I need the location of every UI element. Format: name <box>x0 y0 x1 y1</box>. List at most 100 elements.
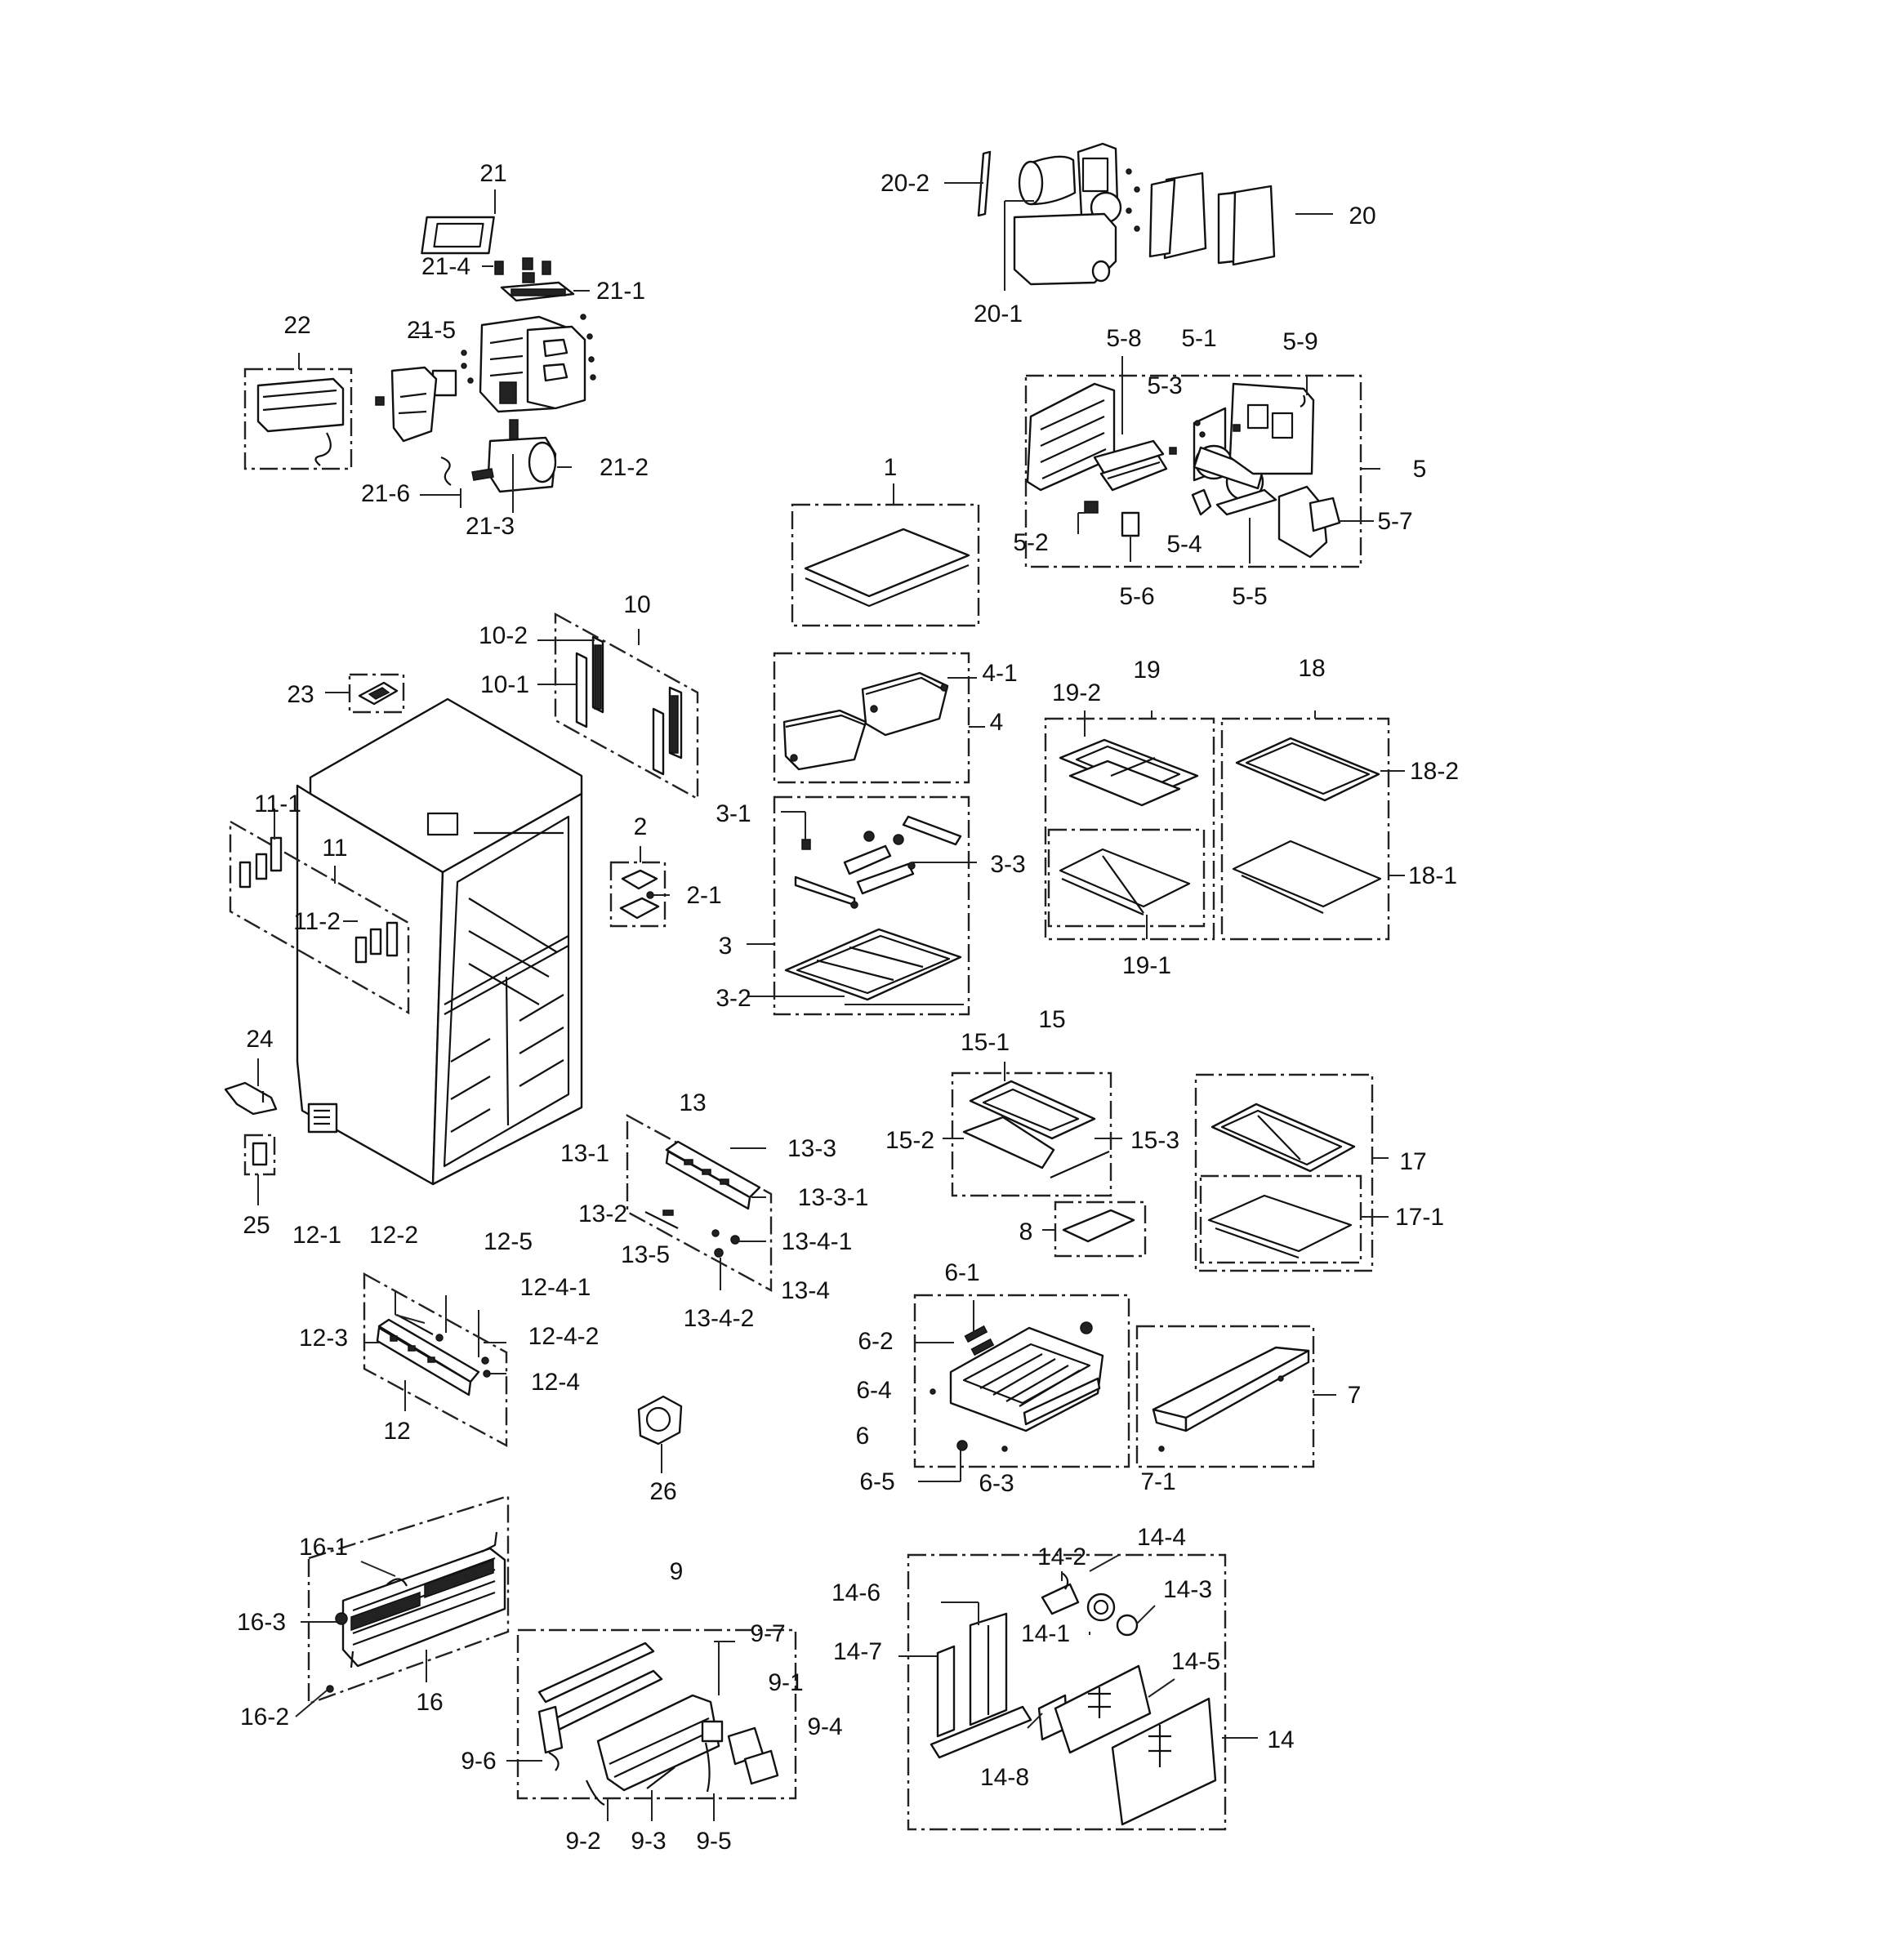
label-6-3: 6-3 <box>979 1470 1014 1497</box>
group-2 <box>609 846 670 928</box>
group-15 <box>943 1062 1122 1197</box>
label-9-1: 9-1 <box>768 1669 803 1696</box>
label-18: 18 <box>1298 655 1325 682</box>
label-21-3: 21-3 <box>466 513 515 540</box>
label-3-2: 3-2 <box>716 985 751 1012</box>
label-12-3: 12-3 <box>299 1325 348 1352</box>
refrigerator-cabinet <box>296 697 583 1186</box>
group-10 <box>537 612 699 801</box>
label-22: 22 <box>283 312 310 339</box>
label-7-1: 7-1 <box>1140 1468 1175 1495</box>
label-14: 14 <box>1267 1726 1294 1753</box>
group-13 <box>626 1113 773 1293</box>
label-13-1: 13-1 <box>560 1140 609 1167</box>
group-6-freezer-drawer <box>913 1294 1130 1482</box>
label-5-6: 5-6 <box>1119 583 1154 610</box>
label-15-3: 15-3 <box>1130 1127 1179 1154</box>
group-11 <box>229 808 410 1015</box>
label-3: 3 <box>719 933 733 960</box>
label-9-3: 9-3 <box>631 1828 666 1855</box>
label-5-4: 5-4 <box>1166 531 1202 558</box>
label-5-7: 5-7 <box>1377 508 1412 535</box>
group-23 <box>325 673 405 714</box>
label-3-3: 3-3 <box>990 851 1025 878</box>
label-14-1: 14-1 <box>1021 1620 1070 1647</box>
label-13-5: 13-5 <box>621 1241 670 1268</box>
group-17 <box>1194 1073 1389 1272</box>
label-10-1: 10-1 <box>480 671 529 698</box>
label-12-4: 12-4 <box>531 1369 580 1396</box>
label-21-4: 21-4 <box>421 253 470 280</box>
label-6-1: 6-1 <box>944 1259 979 1286</box>
group-19-18-shelves <box>1044 710 1405 941</box>
label-16-2: 16-2 <box>240 1704 289 1731</box>
label-20-2: 20-2 <box>881 170 930 197</box>
label-15-2: 15-2 <box>885 1127 934 1154</box>
label-14-4: 14-4 <box>1137 1524 1186 1551</box>
group-14 <box>898 1553 1258 1831</box>
label-11-2: 11-2 <box>293 908 341 935</box>
label-19-1: 19-1 <box>1122 952 1171 979</box>
group-7 <box>1135 1325 1336 1468</box>
label-13-3: 13-3 <box>787 1135 836 1162</box>
label-2-1: 2-1 <box>686 882 721 909</box>
label-13-3-1: 13-3-1 <box>798 1184 869 1211</box>
label-13-2: 13-2 <box>578 1200 627 1227</box>
label-12-4-2: 12-4-2 <box>528 1323 600 1350</box>
label-12-2: 12-2 <box>369 1222 418 1249</box>
label-17: 17 <box>1399 1148 1426 1175</box>
group-21-icemaker <box>243 189 596 513</box>
label-9-7: 9-7 <box>750 1620 785 1647</box>
label-25: 25 <box>243 1212 270 1239</box>
label-10-2: 10-2 <box>479 622 528 649</box>
label-9: 9 <box>670 1558 684 1585</box>
label-2: 2 <box>634 813 648 840</box>
label-3-1: 3-1 <box>716 800 751 827</box>
label-14-8: 14-8 <box>980 1764 1029 1791</box>
label-21: 21 <box>479 160 506 187</box>
label-12-5: 12-5 <box>484 1228 533 1255</box>
label-26: 26 <box>649 1478 676 1505</box>
label-9-2: 9-2 <box>565 1828 600 1855</box>
label-16-1: 16-1 <box>299 1534 348 1561</box>
label-18-2: 18-2 <box>1410 758 1459 785</box>
label-16: 16 <box>416 1689 443 1716</box>
label-20: 20 <box>1349 203 1375 229</box>
label-19-2: 19-2 <box>1052 679 1101 706</box>
label-13: 13 <box>679 1089 706 1116</box>
group-24-25 <box>224 1058 278 1205</box>
part-labels: 21 21-4 21-1 21-5 22 21-2 21-6 21-3 20-2… <box>237 160 1459 1855</box>
label-12-4-1: 12-4-1 <box>520 1274 591 1301</box>
label-14-6: 14-6 <box>831 1579 881 1606</box>
label-5-2: 5-2 <box>1013 529 1048 556</box>
label-24: 24 <box>246 1026 273 1053</box>
label-6-4: 6-4 <box>856 1377 891 1404</box>
label-11: 11 <box>322 835 347 862</box>
group-8 <box>1042 1200 1147 1258</box>
label-15: 15 <box>1038 1006 1065 1033</box>
group-20-dispenser <box>944 142 1333 291</box>
label-21-1: 21-1 <box>596 278 645 305</box>
label-12: 12 <box>383 1418 410 1445</box>
label-9-5: 9-5 <box>696 1828 731 1855</box>
label-21-6: 21-6 <box>361 480 410 507</box>
group-1-shelf <box>791 483 980 627</box>
label-21-2: 21-2 <box>600 454 649 481</box>
group-5-housing <box>1024 356 1380 568</box>
label-17-1: 17-1 <box>1395 1204 1444 1231</box>
label-9-6: 9-6 <box>461 1748 496 1775</box>
group-16-evaporator <box>295 1494 510 1717</box>
label-6-5: 6-5 <box>859 1468 894 1495</box>
label-6: 6 <box>856 1423 870 1450</box>
label-5-5: 5-5 <box>1232 583 1267 610</box>
part-26-fan <box>637 1395 683 1473</box>
label-4-1: 4-1 <box>982 660 1017 687</box>
label-21-5: 21-5 <box>407 317 456 344</box>
label-14-3: 14-3 <box>1163 1576 1212 1603</box>
label-23: 23 <box>287 681 314 708</box>
label-5-3: 5-3 <box>1147 372 1182 399</box>
group-9 <box>506 1628 797 1821</box>
label-20-1: 20-1 <box>974 301 1023 327</box>
group-4-drawers <box>773 652 985 784</box>
label-10: 10 <box>623 591 650 618</box>
